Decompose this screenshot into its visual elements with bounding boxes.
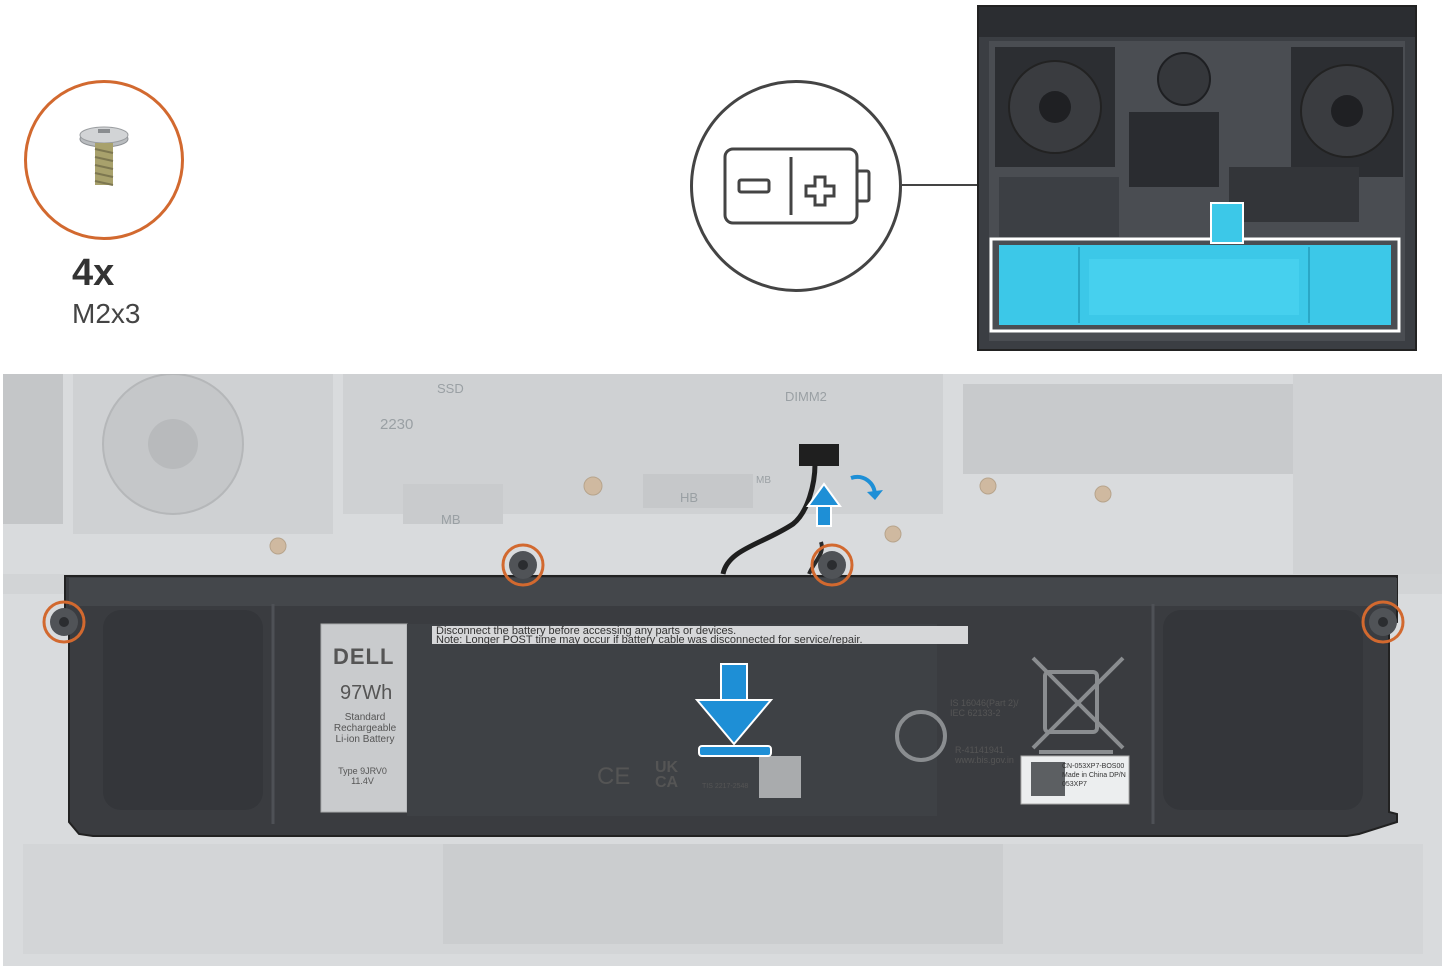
dimm-label: DIMM2 — [785, 389, 827, 404]
screw-callout — [24, 80, 184, 240]
screw-count: 4x — [72, 252, 115, 294]
battery-icon — [723, 147, 871, 225]
battery-capacity: 97Wh — [340, 682, 393, 704]
ukca-mark: UK CA — [655, 759, 679, 791]
lift-battery-arrow — [694, 663, 774, 757]
warning-line-2: Note: Longer POST time may occur if batt… — [436, 634, 863, 645]
battery-model: Type 9JRV0 11.4V — [338, 766, 387, 786]
screw-size: M2x3 — [72, 298, 141, 329]
overview-illustration — [979, 7, 1415, 341]
tis-text: TIS 2217-2548 — [702, 783, 749, 790]
battery-warning: Disconnect the battery before accessing … — [432, 626, 968, 644]
laptop-overview — [977, 5, 1417, 351]
battery-callout — [690, 80, 902, 292]
disconnect-arrow — [806, 475, 883, 527]
hb-label: HB — [680, 490, 699, 505]
system-board-background — [3, 373, 1442, 966]
screw-highlight — [42, 543, 1405, 644]
main-illustration — [3, 373, 1442, 966]
warning-line-1: Disconnect the battery before accessing … — [436, 626, 737, 637]
battery-brand: DELL — [333, 644, 395, 669]
battery-type: Standard Rechargeable Li-ion Battery — [333, 712, 397, 745]
is-standard-text: IS 16046(Part 2)/ IEC 62133-2 — [950, 698, 1019, 718]
mb-label-2: MB — [756, 475, 771, 486]
screw-icon — [79, 126, 129, 186]
made-in-label: CN-053XP7-BOS00 Made in China DP/N 053XP… — [1062, 763, 1126, 788]
ce-mark: CE — [597, 763, 631, 790]
slot-label: 2230 — [380, 416, 414, 433]
ssd-label: SSD — [437, 381, 464, 396]
mb-label-1: MB — [441, 512, 461, 527]
registration-number: R-41141941 www.bis.gov.in — [955, 745, 1014, 765]
